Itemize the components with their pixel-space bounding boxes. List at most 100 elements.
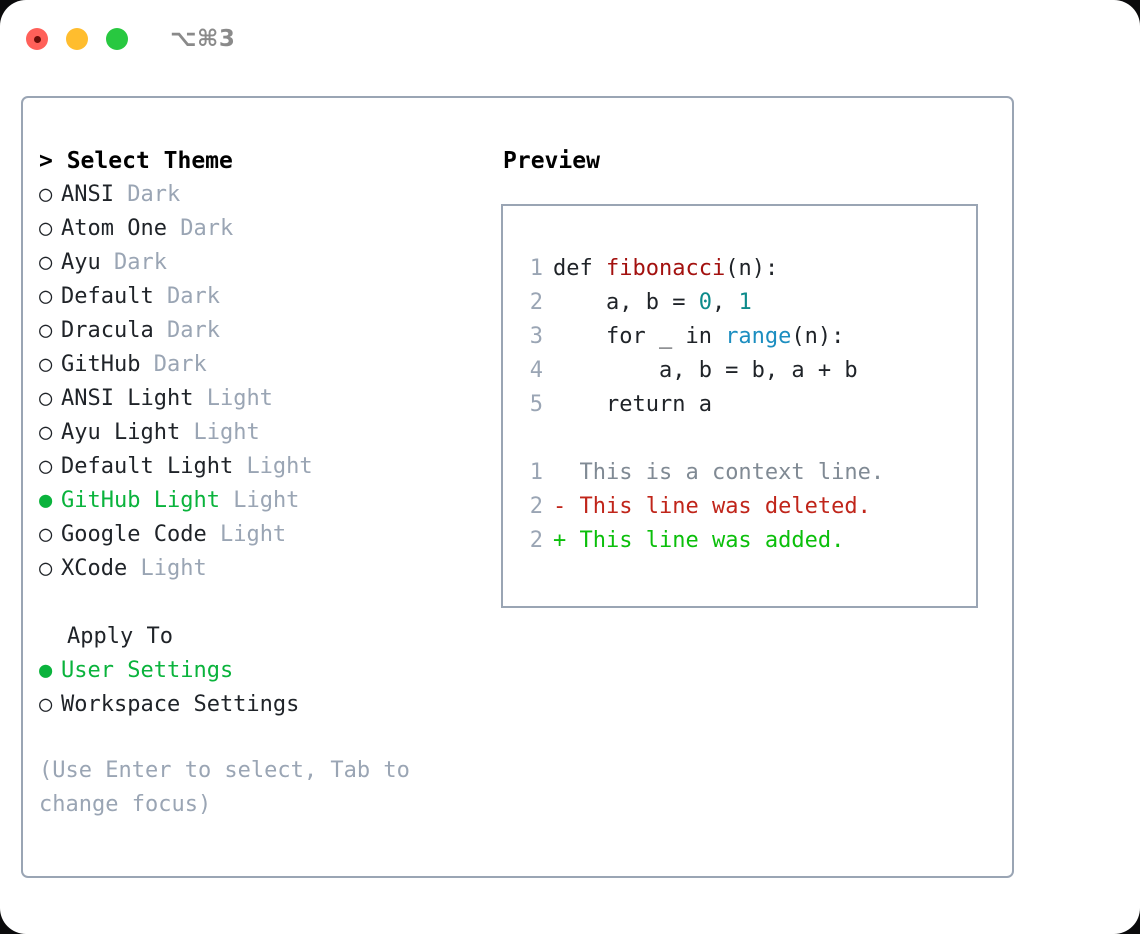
label-space — [180, 416, 193, 450]
keyboard-hint: (Use Enter to select, Tab to change focu… — [39, 758, 424, 817]
maximize-button[interactable] — [106, 28, 128, 50]
radio-selected-icon: ● — [39, 658, 53, 683]
diff-line-number: 1 — [529, 460, 543, 485]
apply-to-title: Apply To — [67, 624, 173, 649]
minimize-button[interactable] — [66, 28, 88, 50]
theme-option-variant: Dark — [166, 318, 220, 343]
label-space — [154, 314, 167, 348]
radio-unselected-icon: ○ — [39, 318, 53, 343]
title-bar: ⌥⌘3 — [0, 0, 1140, 78]
theme-option-github[interactable]: ○GitHub Dark — [39, 348, 501, 382]
theme-option-variant: Dark — [114, 250, 167, 275]
theme-option-label: Default — [61, 284, 154, 309]
apply-to-option-label: Workspace Settings — [61, 692, 300, 717]
theme-option-xcode[interactable]: ○XCode Light — [39, 552, 501, 586]
theme-option-variant: Dark — [180, 216, 234, 241]
code-line: 3 for _ in range(n): — [503, 320, 976, 354]
code-line-number: 4 — [529, 358, 543, 383]
theme-picker-column: > Select Theme ○ANSI Dark○Atom One Dark○… — [23, 98, 501, 876]
code-line: 5 return a — [503, 388, 976, 422]
diff-line-content: This line was deleted. — [566, 494, 871, 519]
theme-list: ○ANSI Dark○Atom One Dark○Ayu Dark○Defaul… — [39, 178, 501, 586]
code-line: 1 def fibonacci(n): — [503, 252, 976, 286]
theme-option-label: Ayu Light — [61, 420, 181, 445]
theme-option-variant: Light — [219, 522, 287, 547]
label-space — [140, 348, 153, 382]
theme-option-label: GitHub — [61, 352, 141, 377]
code-line: 4 a, b = b, a + b — [503, 354, 976, 388]
label-space — [193, 382, 206, 416]
diff-line: 2+ This line was added. — [503, 524, 976, 558]
label-space — [207, 518, 220, 552]
diff-line: 2- This line was deleted. — [503, 490, 976, 524]
code-token-plain: def — [553, 256, 606, 281]
theme-option-dracula[interactable]: ○ Dracula Dark — [39, 314, 501, 348]
theme-option-variant: Light — [233, 488, 300, 513]
diff-line-content: This is a context line. — [566, 460, 885, 485]
radio-unselected-icon: ○ — [39, 182, 53, 207]
label-space — [101, 246, 114, 280]
prompt-caret-icon: > — [39, 148, 67, 174]
apply-to-option-user-settings[interactable]: ●User Settings — [39, 654, 501, 688]
radio-unselected-icon: ○ — [39, 386, 53, 411]
code-token-fn: fibonacci — [605, 256, 726, 281]
apply-to-option-workspace-settings[interactable]: ○ Workspace Settings — [39, 688, 501, 722]
diff-line-number: 2 — [529, 494, 543, 519]
radio-unselected-icon: ○ — [39, 284, 53, 309]
code-token-call: range — [725, 324, 792, 349]
radio-unselected-icon: ○ — [39, 250, 53, 275]
code-token-plain: return a — [553, 392, 712, 417]
code-line-number: 3 — [529, 324, 543, 349]
theme-option-ansi[interactable]: ○ANSI Dark — [39, 178, 501, 212]
theme-option-variant: Light — [140, 556, 207, 581]
code-token-num: 1 — [738, 290, 752, 315]
code-line-number: 2 — [529, 290, 543, 315]
theme-option-default-light[interactable]: ○Default Light Light — [39, 450, 501, 484]
label-space — [127, 552, 140, 586]
label-space — [220, 484, 233, 518]
list-spacer — [39, 586, 501, 620]
theme-option-label: Dracula — [61, 318, 154, 343]
main-panel: > Select Theme ○ANSI Dark○Atom One Dark○… — [21, 96, 1014, 878]
code-line-content: for _ in range(n): — [553, 320, 844, 354]
diff-line-number: 2 — [529, 528, 543, 553]
page-title-text: Select Theme — [66, 148, 233, 174]
code-token-num: 0 — [698, 290, 712, 315]
theme-option-ayu-light[interactable]: ○Ayu Light Light — [39, 416, 501, 450]
code-diff-gap — [503, 422, 976, 456]
diff-marker: + — [553, 528, 567, 553]
theme-option-atom-one[interactable]: ○Atom One Dark — [39, 212, 501, 246]
theme-option-label: Ayu — [61, 250, 101, 275]
theme-option-ayu[interactable]: ○ Ayu Dark — [39, 246, 501, 280]
theme-option-google-code[interactable]: ○ Google Code Light — [39, 518, 501, 552]
label-space — [114, 178, 127, 212]
radio-unselected-icon: ○ — [39, 692, 53, 717]
theme-option-label: Default Light — [61, 454, 234, 479]
radio-unselected-icon: ○ — [39, 420, 53, 445]
code-token-plain: (n): — [725, 256, 779, 281]
theme-option-variant: Dark — [166, 284, 220, 309]
theme-option-label: GitHub Light — [61, 488, 220, 513]
radio-unselected-icon: ○ — [39, 522, 53, 547]
code-token-plain: (n): — [791, 324, 845, 349]
theme-option-variant: Dark — [153, 352, 207, 377]
code-line-number: 1 — [529, 256, 543, 281]
theme-option-label: Atom One — [61, 216, 167, 241]
theme-option-default[interactable]: ○ Default Dark — [39, 280, 501, 314]
apply-to-list: ●User Settings ○ Workspace Settings — [39, 654, 501, 722]
page-title: > Select Theme — [39, 144, 501, 178]
code-line-content: def fibonacci(n): — [553, 252, 778, 286]
theme-option-ansi-light[interactable]: ○ANSI Light Light — [39, 382, 501, 416]
diff-line: 1 This is a context line. — [503, 456, 976, 490]
theme-option-label: XCode — [61, 556, 128, 581]
theme-option-label: Google Code — [61, 522, 207, 547]
code-line-content: return a — [553, 388, 712, 422]
theme-option-github-light[interactable]: ●GitHub Light Light — [39, 484, 501, 518]
label-space — [233, 450, 246, 484]
close-button[interactable] — [26, 28, 48, 50]
code-line-number: 5 — [529, 392, 543, 417]
